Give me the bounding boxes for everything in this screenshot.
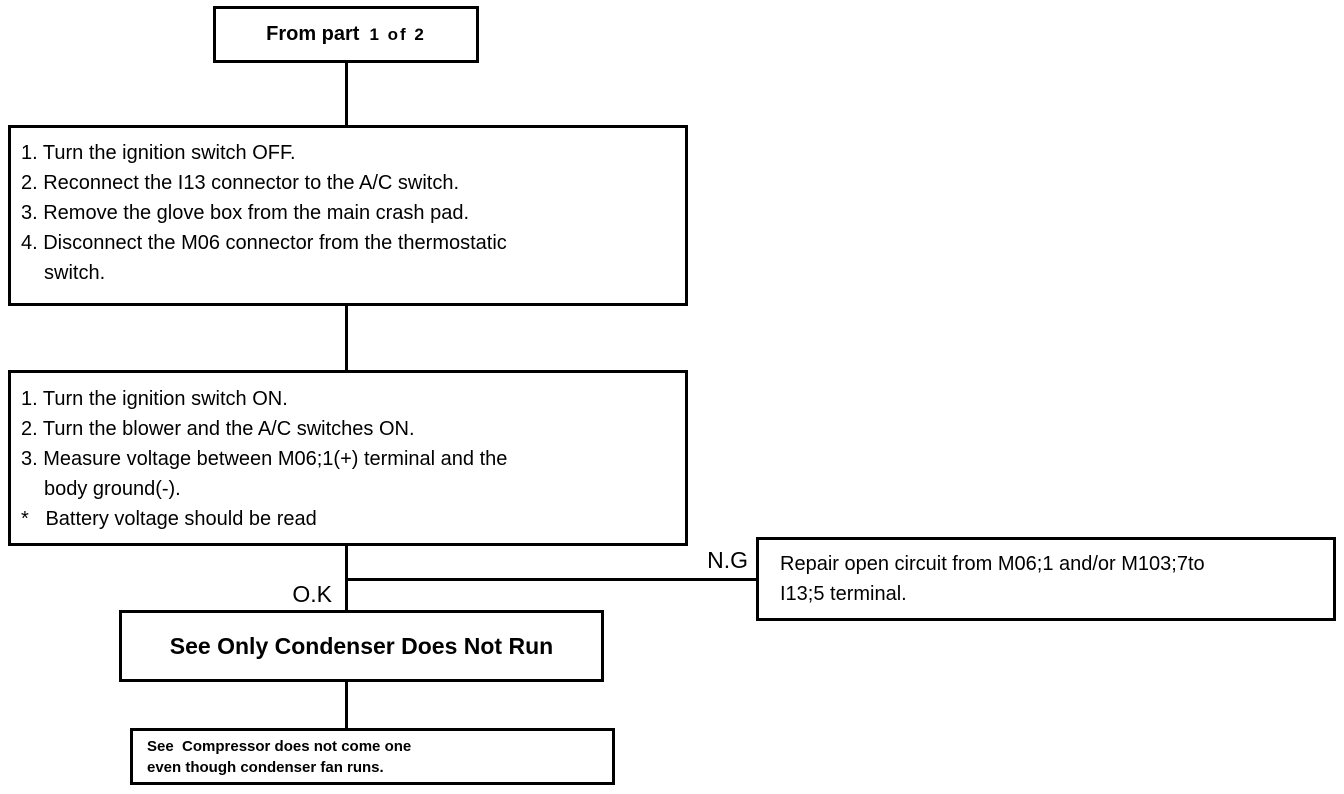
prepare-step-4-continued: switch. [44, 262, 106, 284]
measure-step-2: 2. Turn the blower and the A/C switches … [21, 418, 415, 440]
node-repair-action: Repair open circuit from M06;1 and/or M1… [756, 537, 1336, 621]
connector-prepare-to-measure [345, 305, 348, 371]
ok-result-label: See Only Condenser Does Not Run [169, 632, 554, 659]
connector-ng-branch [348, 578, 757, 581]
connector-from-part-to-prepare [345, 62, 348, 126]
prepare-step-4: 4. Disconnect the M06 connector from the… [21, 232, 507, 254]
measure-step-3: 3. Measure voltage between M06;1(+) term… [21, 448, 508, 470]
repair-action-line-1: Repair open circuit from M06;1 and/or M1… [780, 553, 1205, 575]
node-from-part: From part 1 of 2 [213, 6, 479, 63]
ok-branch-label: O.K [292, 581, 332, 607]
next-reference-line-1: See Compressor does not come one [147, 738, 412, 755]
prepare-step-3: 3. Remove the glove box from the main cr… [21, 202, 470, 224]
prepare-step-1: 1. Turn the ignition switch OFF. [21, 142, 296, 164]
node-from-part-number: 1 of 2 [369, 24, 426, 44]
repair-action-line-2: I13;5 terminal. [780, 583, 907, 605]
measure-step-3-continued: body ground(-). [44, 478, 181, 500]
node-ok-result: See Only Condenser Does Not Run [119, 610, 604, 682]
node-next-reference: See Compressor does not come one even th… [130, 728, 615, 785]
node-prepare-steps: 1. Turn the ignition switch OFF. 2. Reco… [8, 125, 688, 306]
next-reference-line-2: even though condenser fan runs. [147, 759, 384, 776]
prepare-step-2: 2. Reconnect the I13 connector to the A/… [21, 172, 460, 194]
node-measure-steps: 1. Turn the ignition switch ON. 2. Turn … [8, 370, 688, 546]
node-from-part-label: From part [266, 23, 360, 45]
measure-note-battery-voltage: * Battery voltage should be read [21, 508, 317, 530]
connector-measure-to-ok-result [345, 546, 348, 610]
measure-step-1: 1. Turn the ignition switch ON. [21, 388, 288, 410]
ng-branch-label: N.G [707, 547, 748, 573]
connector-ok-result-to-next [345, 681, 348, 729]
